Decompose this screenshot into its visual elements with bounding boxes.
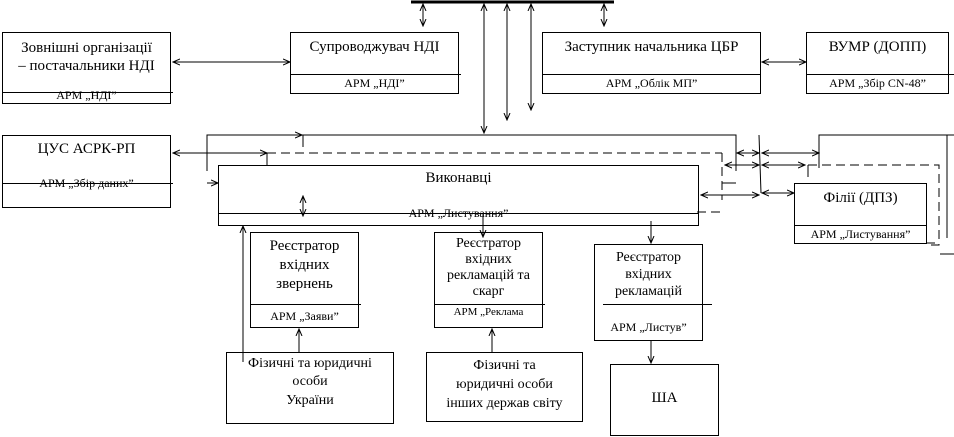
node-registrar-claims bbox=[594, 244, 703, 341]
persons-ukraine-title-3: України bbox=[286, 393, 334, 408]
registrar-appeals-arm: АРМ „Заяви” bbox=[270, 309, 339, 323]
ndi-maintainer-arm: АРМ „НДІ” bbox=[344, 76, 405, 90]
persons-ukraine-title-2: особи bbox=[292, 374, 328, 389]
external-orgs-arm: АРМ „НДІ” bbox=[56, 88, 117, 102]
vumr-arm: АРМ „Збір CN-48” bbox=[829, 76, 926, 90]
executors-title: Виконавці bbox=[425, 170, 492, 186]
registrar-claims-title-3: рекламацій bbox=[614, 284, 683, 299]
node-deputy-head bbox=[542, 32, 761, 94]
persons-ukraine-title-1: Фізичні та юридичні bbox=[248, 356, 372, 371]
node-vumr bbox=[806, 32, 949, 94]
external-orgs-title-1: Зовнішні організації bbox=[21, 40, 152, 56]
node-executors bbox=[218, 165, 699, 226]
deputy-head-title: Заступник начальника ЦБР bbox=[564, 39, 739, 55]
registrar-complaints-title-3: рекламацій та bbox=[446, 268, 531, 283]
tsus-title: ЦУС АСРК-РП bbox=[37, 141, 136, 157]
tsus-arm: АРМ „Збір даних” bbox=[39, 176, 134, 190]
node-registrar-appeals bbox=[250, 232, 359, 328]
registrar-appeals-title-1: Реєстратор bbox=[269, 238, 340, 254]
registrar-claims-title-1: Реєстратор bbox=[615, 250, 682, 265]
external-orgs-title-2: – постачальники НДІ bbox=[18, 58, 155, 74]
persons-foreign-title-1: Фізичні та bbox=[473, 358, 536, 373]
registrar-appeals-title-2: вхідних bbox=[279, 257, 330, 273]
executors-arm: АРМ „Листування” bbox=[408, 206, 509, 220]
registrar-appeals-title-3: звернень bbox=[276, 276, 333, 292]
vumr-title: ВУМР (ДОПП) bbox=[828, 39, 927, 55]
node-external-orgs bbox=[2, 32, 171, 104]
node-usa bbox=[610, 364, 719, 436]
usa-title: ША bbox=[651, 390, 678, 406]
vertical-separator bbox=[758, 134, 762, 194]
node-branches bbox=[794, 183, 927, 244]
deputy-head-arm: АРМ „Облік МП” bbox=[605, 76, 698, 90]
registrar-complaints-title-2: вхідних bbox=[465, 252, 512, 267]
registrar-complaints-title-1: Реєстратор bbox=[455, 236, 522, 251]
node-ndi-maintainer bbox=[290, 32, 459, 94]
node-persons-foreign bbox=[426, 352, 583, 422]
branches-arm: АРМ „Листування” bbox=[810, 227, 911, 241]
registrar-complaints-title-4: скарг bbox=[472, 284, 505, 299]
branches-title: Філії (ДПЗ) bbox=[823, 190, 898, 206]
registrar-claims-title-2: вхідних bbox=[625, 267, 672, 282]
node-registrar-complaints bbox=[434, 232, 543, 328]
ndi-maintainer-title: Супроводжувач НДІ bbox=[309, 39, 440, 55]
node-persons-ukraine bbox=[226, 352, 394, 424]
persons-foreign-title-3: інших держав світу bbox=[446, 396, 563, 411]
node-tsus bbox=[2, 135, 171, 208]
registrar-claims-arm: АРМ „Листув” bbox=[610, 320, 687, 334]
persons-foreign-title-2: юридичні особи bbox=[456, 377, 553, 392]
registrar-complaints-arm: АРМ „Реклама bbox=[453, 306, 524, 318]
